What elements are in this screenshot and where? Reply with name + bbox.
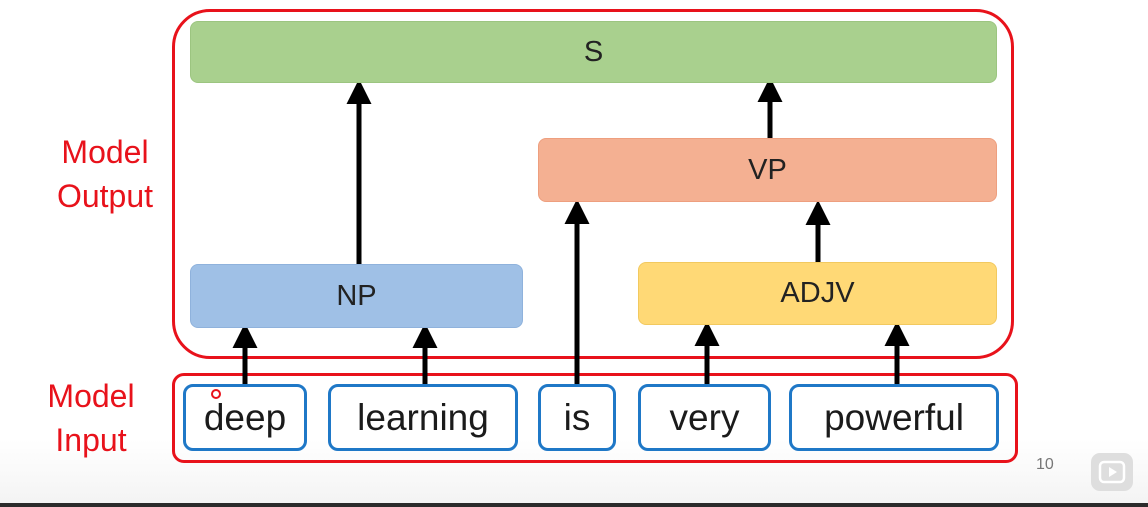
model-output-frame — [172, 9, 1014, 359]
model-output-label-line2: Output — [56, 178, 154, 214]
slide-footer-band — [0, 440, 1148, 507]
node-vp: VP — [538, 138, 997, 202]
node-np: NP — [190, 264, 523, 328]
model-output-label: Model Output — [30, 130, 180, 218]
play-icon — [1098, 460, 1126, 484]
model-input-label-line1: Model — [47, 378, 135, 414]
word-very: very — [638, 384, 771, 451]
node-adjv: ADJV — [638, 262, 997, 325]
model-output-label-line1: Model — [61, 134, 149, 170]
node-s: S — [190, 21, 997, 83]
model-input-frame — [172, 373, 1018, 463]
word-learning: learning — [328, 384, 518, 451]
word-deep: deep — [183, 384, 307, 451]
model-input-label-line2: Input — [55, 422, 127, 458]
laser-pointer-icon — [211, 389, 221, 399]
page-number: 10 — [1036, 456, 1054, 473]
word-powerful: powerful — [789, 384, 999, 451]
play-button[interactable] — [1091, 453, 1133, 491]
bottom-edge-bar — [0, 503, 1148, 507]
word-is: is — [538, 384, 616, 451]
model-input-label: Model Input — [16, 374, 166, 462]
